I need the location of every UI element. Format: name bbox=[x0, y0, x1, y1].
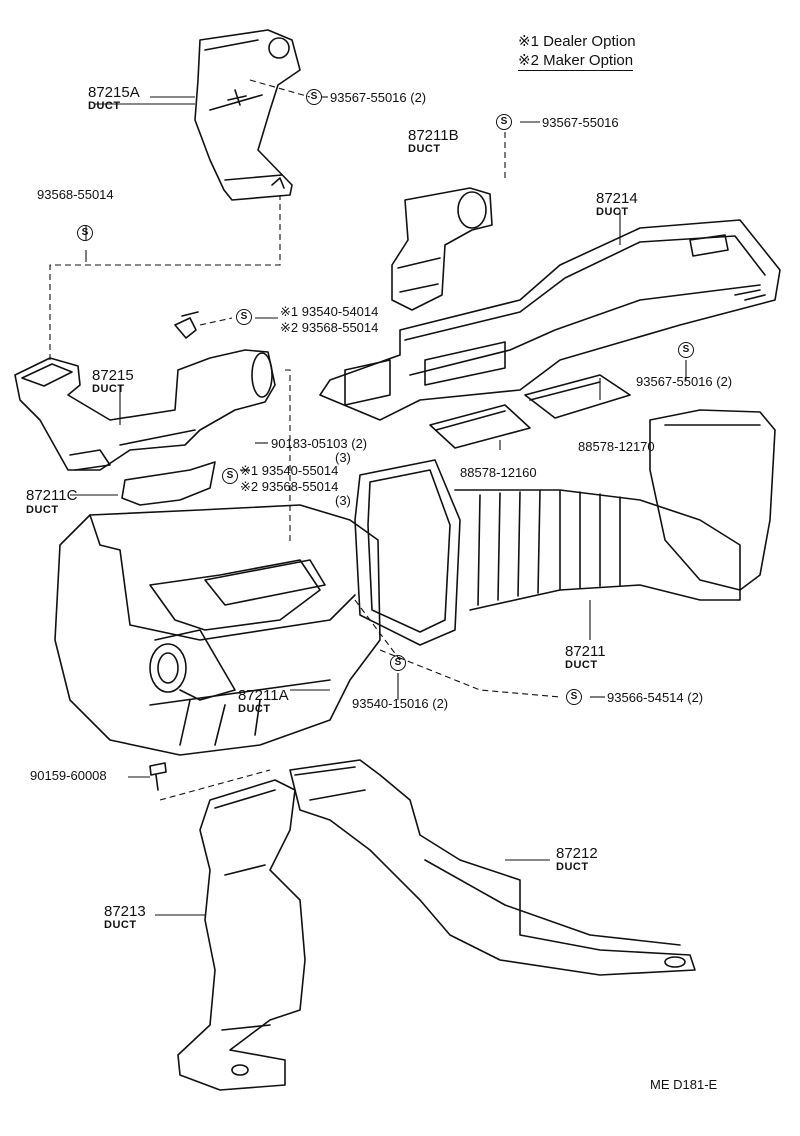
duct-87211B-drawing bbox=[391, 187, 493, 311]
part-number-87213: 87213 bbox=[104, 903, 146, 920]
part-number-87211A: 87211A bbox=[238, 687, 289, 704]
part-name-87211: DUCT bbox=[565, 659, 598, 671]
fastener-maker-93568-55014: ※2 93568-55014 bbox=[280, 320, 379, 335]
part-number-87212: 87212 bbox=[556, 845, 598, 862]
part-name-87215A: DUCT bbox=[88, 100, 121, 112]
fastener-93566-54514: 93566-54514 (2) bbox=[607, 690, 704, 705]
part-number-87215: 87215 bbox=[92, 367, 134, 384]
gasket-88578-12170: 88578-12170 bbox=[578, 439, 655, 454]
s-symbol-icon: S bbox=[678, 342, 694, 358]
part-name-87213: DUCT bbox=[104, 919, 137, 931]
fastener-maker-93568-55014-b: ※2 93568-55014 bbox=[240, 479, 339, 494]
gasket-88578-12160: 88578-12160 bbox=[460, 465, 537, 480]
duct-87213-drawing bbox=[177, 779, 306, 1091]
duct-87211C-drawing bbox=[121, 461, 216, 506]
duct-87215A-drawing bbox=[194, 29, 301, 201]
gasket-88578-12170-drawing bbox=[524, 374, 631, 419]
s-symbol-icon: S bbox=[390, 655, 406, 671]
fastener-93567-55016-2-top: 93567-55016 (2) bbox=[330, 90, 427, 105]
fastener-dealer-93540-54014: ※1 93540-54014 bbox=[280, 304, 379, 319]
fastener-93568-55014: 93568-55014 bbox=[37, 187, 114, 202]
clip-drawing bbox=[174, 311, 199, 339]
part-number-87211B: 87211B bbox=[408, 127, 459, 144]
part-number-87211: 87211 bbox=[565, 643, 606, 660]
gasket-88578-12160-drawing bbox=[429, 404, 531, 449]
duct-87211-drawing bbox=[354, 409, 776, 646]
duct-87212-drawing bbox=[289, 759, 696, 976]
part-name-87215: DUCT bbox=[92, 383, 125, 395]
s-symbol-icon: S bbox=[566, 689, 582, 705]
s-symbol-icon: S bbox=[306, 89, 322, 105]
fastener-90183-05103: 90183-05103 (2) bbox=[271, 436, 368, 451]
fastener-maker-qty: (3) bbox=[335, 493, 351, 508]
legend-maker-option: ※2 Maker Option bbox=[518, 52, 634, 71]
part-number-87214: 87214 bbox=[596, 190, 638, 207]
s-symbol-icon: S bbox=[496, 114, 512, 130]
fastener-93567-55016: 93567-55016 bbox=[542, 115, 619, 130]
duct-87215-drawing bbox=[14, 349, 276, 471]
fastener-dealer-93540-55014: ※1 93540-55014 bbox=[240, 463, 339, 478]
part-name-87212: DUCT bbox=[556, 861, 589, 873]
duct-87211A-drawing bbox=[54, 504, 381, 756]
s-symbol-icon: S bbox=[77, 225, 93, 241]
fastener-93567-55016-2-right: 93567-55016 (2) bbox=[636, 374, 733, 389]
fastener-dealer-qty: (3) bbox=[335, 450, 351, 465]
screw-90159-60008: 90159-60008 bbox=[30, 768, 107, 783]
part-name-87211B: DUCT bbox=[408, 143, 441, 155]
part-name-87211C: DUCT bbox=[26, 504, 59, 516]
part-number-87215A: 87215A bbox=[88, 84, 140, 101]
diagram-reference-code: ME D181-E bbox=[650, 1077, 718, 1092]
legend-dealer-option: ※1 Dealer Option bbox=[518, 33, 636, 50]
part-name-87211A: DUCT bbox=[238, 703, 271, 715]
s-symbol-icon: S bbox=[222, 468, 238, 484]
fastener-93540-15016: 93540-15016 (2) bbox=[352, 696, 449, 711]
part-number-87211C: 87211C bbox=[26, 487, 78, 504]
part-name-87214: DUCT bbox=[596, 206, 629, 218]
s-symbol-icon: S bbox=[236, 309, 252, 325]
duct-87214-drawing bbox=[319, 219, 781, 421]
screw-drawing bbox=[149, 762, 167, 791]
